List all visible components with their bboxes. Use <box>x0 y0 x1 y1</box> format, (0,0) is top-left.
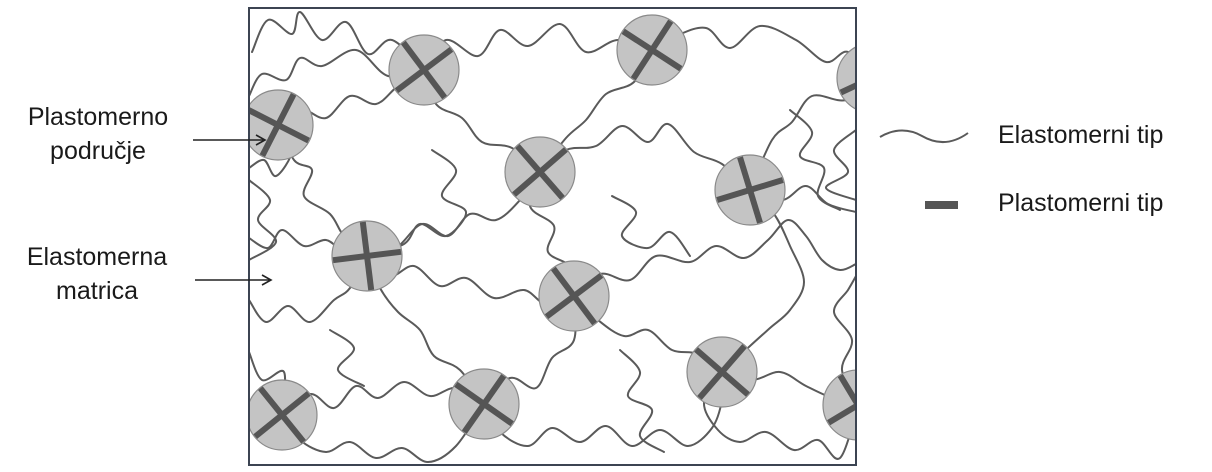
plastomer-domain <box>332 221 402 291</box>
plastomer-domain-sphere <box>823 370 893 440</box>
elastomer-chain <box>484 372 723 446</box>
plastomer-domain-sphere <box>837 43 907 113</box>
elastomer-chain <box>249 180 276 260</box>
elastomer-chain <box>330 330 364 386</box>
plastomer-domain <box>539 261 609 331</box>
legend-plastomer-symbol <box>925 201 958 209</box>
legend-elastomer-label: Elastomerni tip <box>998 118 1163 152</box>
plastomer-region-line2: područje <box>8 134 188 168</box>
elastomer-matrix-line2: matrica <box>4 274 190 308</box>
plastomer-domain <box>505 137 575 207</box>
plastomer-domain <box>247 380 317 450</box>
plastomer-domain <box>715 155 785 225</box>
plastomer-domain <box>617 15 687 85</box>
legend-plastomer-label: Plastomerni tip <box>998 186 1163 220</box>
plastomer-domains <box>243 15 907 450</box>
arrow-elastomer-matrix <box>195 275 271 285</box>
plastomer-domain <box>389 35 459 105</box>
elastomer-chain <box>826 130 856 200</box>
elastomer-chain <box>574 220 856 296</box>
plastomer-region-label: Plastomerno područje <box>8 100 188 168</box>
plastomer-domain <box>449 369 519 439</box>
plastomer-region-line1: Plastomerno <box>8 100 188 134</box>
plastomer-domain <box>243 90 313 160</box>
plastomer-domain <box>823 370 893 440</box>
elastomer-matrix-label: Elastomerna matrica <box>4 240 190 308</box>
elastomer-chain <box>620 350 664 452</box>
elastomer-matrix-line1: Elastomerna <box>4 240 190 274</box>
elastomer-chain <box>612 196 690 256</box>
plastomer-segment <box>858 47 887 109</box>
plastomer-domain <box>687 337 757 407</box>
plastomer-domain <box>837 43 907 113</box>
elastomer-chain <box>790 110 840 210</box>
legend-elastomer-symbol <box>880 131 968 143</box>
